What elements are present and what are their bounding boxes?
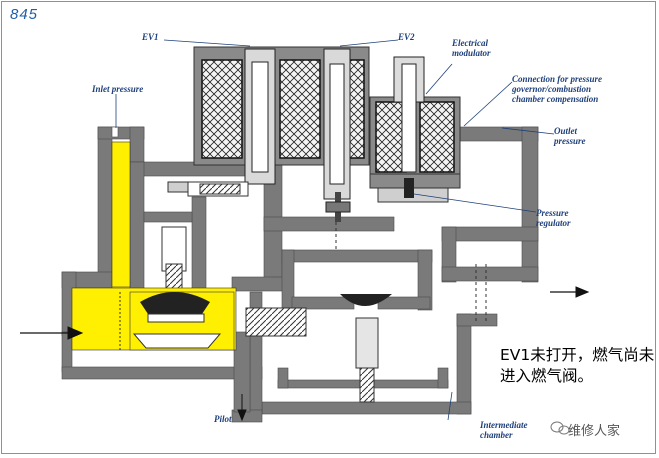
label-intermediate-chamber: Intermediate chamber (480, 420, 528, 440)
label-inlet-pressure: Inlet pressure (92, 84, 144, 94)
label-pressure-regulator: Pressure regulator (536, 208, 571, 228)
electrical-modulator (369, 56, 461, 203)
pilot-lines (335, 222, 487, 322)
annotation-note: EV1未打开，燃气尚未进入燃气阀。 (500, 346, 655, 385)
flow-arrows (20, 286, 590, 422)
watermark-chat-icon (550, 421, 570, 435)
label-outlet-pressure: Outlet pressure (554, 126, 586, 146)
figure-number: 845 (10, 6, 39, 23)
label-ev1: EV1 (142, 32, 159, 42)
pilot-stack (161, 181, 249, 291)
label-electrical-modulator: Electrical modulator (452, 38, 491, 58)
label-ev2: EV2 (398, 32, 415, 42)
label-connection: Connection for pressure governor/combust… (512, 74, 603, 104)
label-pilot: Pilot (214, 414, 232, 424)
filter-block (245, 307, 307, 337)
ev-coils (193, 46, 370, 222)
main-diaphragm (119, 292, 222, 350)
watermark-text: 维修人家 (568, 424, 621, 439)
main-valve (340, 294, 392, 403)
valve-body (61, 126, 539, 423)
leader-lines (115, 39, 555, 421)
